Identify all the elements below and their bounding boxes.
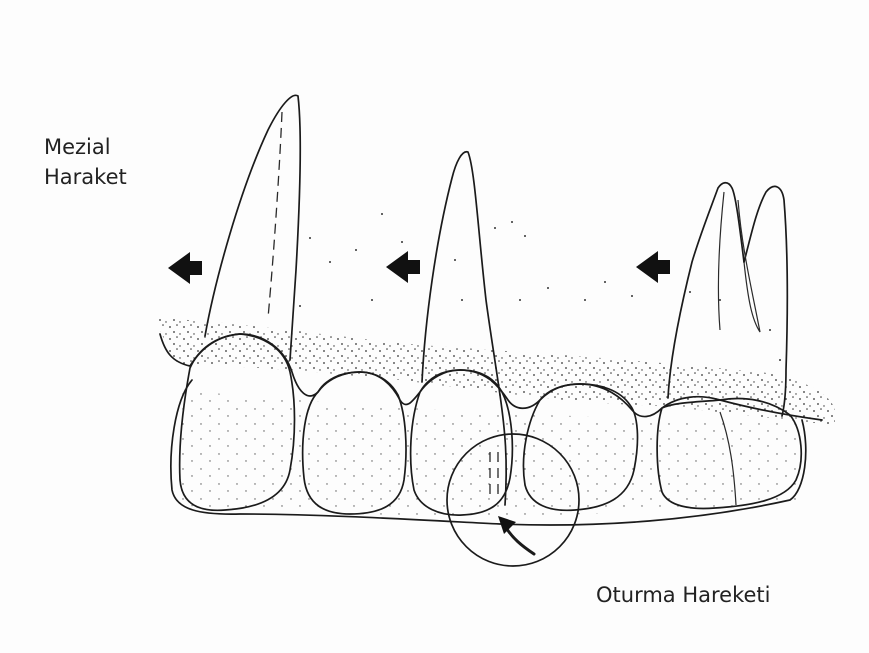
mesial-arrow-3 — [636, 251, 670, 283]
seating-arrow-shaft — [505, 526, 534, 554]
mesial-movement-label: Mezial Haraket — [44, 132, 127, 192]
mesial-arrow-2 — [386, 251, 420, 283]
mesial-label-line2: Haraket — [44, 162, 127, 192]
root-canal-1 — [268, 112, 282, 318]
tissue-dots — [299, 213, 781, 361]
seating-movement-label: Oturma Hareketi — [596, 580, 771, 610]
mesial-label-line1: Mezial — [44, 132, 127, 162]
mesial-arrow-1 — [168, 252, 202, 284]
root-3-inner — [718, 192, 760, 332]
root-1 — [205, 95, 300, 360]
